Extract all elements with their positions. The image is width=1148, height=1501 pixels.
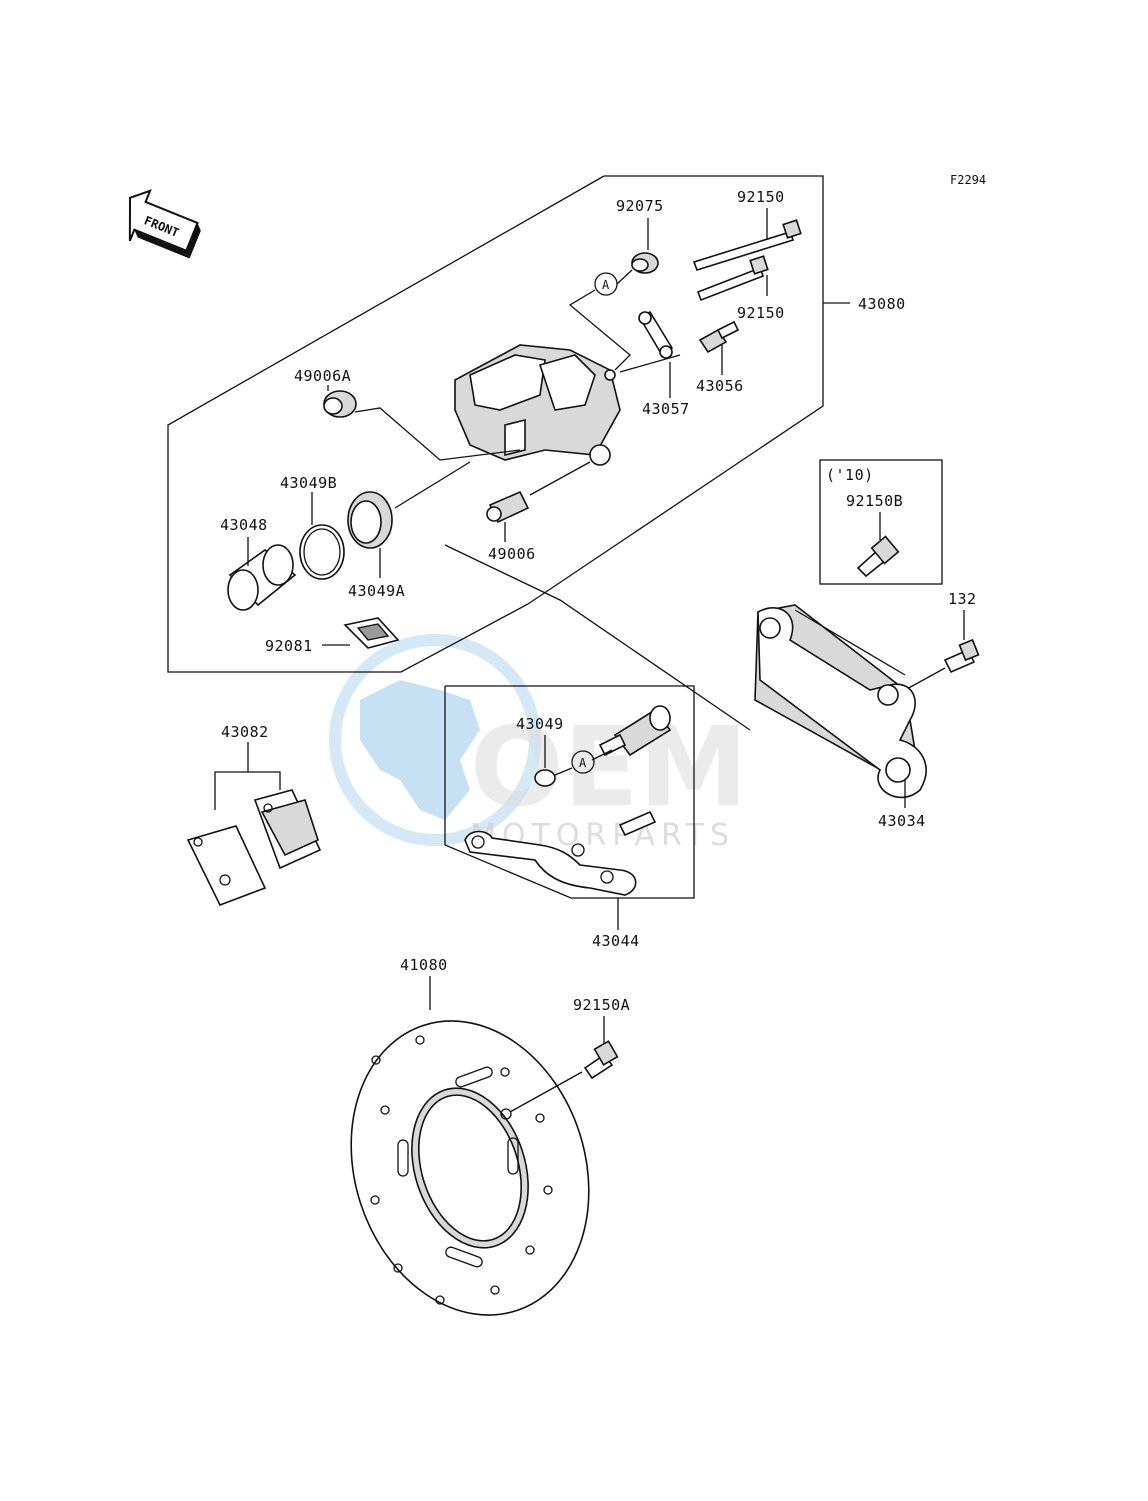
label-43080: 43080 (858, 295, 906, 313)
part-43044-pin (598, 705, 672, 757)
part-92075 (631, 252, 659, 274)
part-49006A (323, 390, 357, 418)
part-43049 (534, 769, 556, 787)
figure-code: F2294 (950, 173, 986, 187)
watermark-logo: OEM (470, 703, 748, 831)
bracket-assembly-outline (444, 685, 695, 899)
year-variant-box (819, 459, 943, 585)
watermark: OEM MOTORPARTS (329, 634, 748, 853)
part-92081 (343, 617, 400, 649)
part-92150-mid (696, 255, 769, 302)
part-43048 (227, 544, 297, 611)
part-43057 (638, 310, 674, 359)
label-43034: 43034 (878, 812, 926, 830)
label-43049A: 43049A (348, 582, 405, 600)
label-43056: 43056 (696, 377, 744, 395)
part-41080-disc (350, 1020, 590, 1316)
watermark-globe (360, 680, 480, 820)
label-43057: 43057 (642, 400, 690, 418)
front-arrow-icon: FRONT (128, 189, 201, 259)
label-43044: 43044 (592, 932, 640, 950)
part-43044-sleeve (618, 810, 657, 837)
part-43082-pad-front (186, 825, 267, 907)
label-92150-mid: 92150 (737, 304, 785, 322)
part-43049A (347, 491, 393, 549)
label-43048: 43048 (220, 516, 268, 534)
part-43049B (299, 524, 345, 580)
part-92150A (583, 1040, 619, 1080)
caliper-assembly-outline (167, 175, 824, 673)
label-49006: 49006 (488, 545, 536, 563)
label-92081: 92081 (265, 637, 313, 655)
part-92150B (856, 535, 900, 578)
label-49006A: 49006A (294, 367, 351, 385)
part-132 (943, 638, 980, 674)
caliper-body (454, 344, 621, 466)
label-92150B: 92150B (846, 492, 903, 510)
label-132: 132 (948, 590, 977, 608)
part-92150-top (692, 219, 802, 271)
label-43049: 43049 (516, 715, 564, 733)
label-43049B: 43049B (280, 474, 337, 492)
callout-a-bottom (571, 750, 595, 774)
watermark-ring (329, 634, 541, 846)
year-note: ('10) (826, 466, 874, 484)
callout-a-bottom-label: A (579, 756, 587, 770)
label-92075: 92075 (616, 197, 664, 215)
part-43044-plate (464, 830, 637, 896)
callout-a-top-label: A (602, 278, 610, 292)
part-43034 (754, 604, 927, 799)
label-41080: 41080 (400, 956, 448, 974)
label-92150A: 92150A (573, 996, 630, 1014)
part-49006 (486, 490, 530, 524)
part-43082-pad-rear (253, 789, 322, 870)
part-43056 (698, 320, 740, 354)
label-43082: 43082 (221, 723, 269, 741)
label-92150-top: 92150 (737, 188, 785, 206)
